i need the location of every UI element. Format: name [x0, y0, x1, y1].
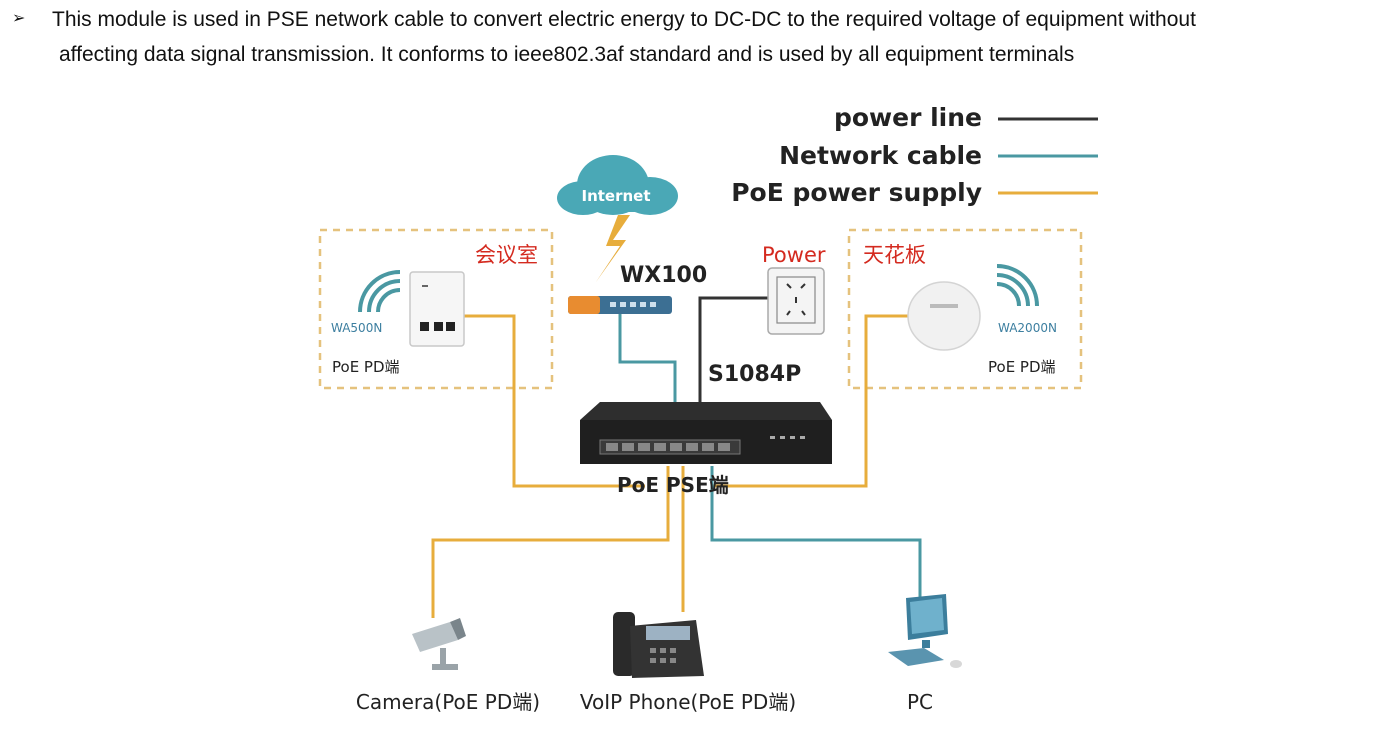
intro-paragraph: ➢ This module is used in PSE network cab… — [0, 0, 1399, 80]
wifi-signal-icon-left — [358, 270, 401, 313]
pc-label: PC — [907, 690, 933, 714]
pse-label: PoE PSE端 — [617, 473, 729, 497]
wa500n-access-point-icon — [409, 271, 465, 347]
wa500n-label: WA500N — [331, 321, 382, 335]
poe-cable-camera — [431, 466, 670, 618]
poe-cable-wa2000n — [712, 314, 908, 488]
meeting-room-label: 会议室 — [475, 243, 538, 267]
ceiling-label: 天花板 — [863, 243, 926, 267]
camera-icon — [412, 618, 466, 670]
wa2000n-access-point-icon — [907, 281, 981, 351]
camera-label: Camera(PoE PD端) — [356, 690, 540, 714]
voip-phone-icon — [613, 612, 704, 678]
s1084p-label: S1084P — [708, 362, 801, 387]
pc-icon — [888, 594, 962, 668]
legend: power line Network cable PoE power suppl… — [731, 103, 1098, 207]
voip-label: VoIP Phone(PoE PD端) — [580, 690, 796, 714]
wifi-signal-icon-right — [996, 264, 1039, 307]
power-socket-icon — [767, 267, 825, 335]
power-label: Power — [762, 243, 826, 267]
poe-cable-wa500n — [463, 314, 645, 488]
intro-line-2: affecting data signal transmission. It c… — [59, 43, 1075, 66]
wx100-label: WX100 — [620, 263, 707, 288]
legend-network-cable-label: Network cable — [779, 141, 982, 170]
lightning-icon — [596, 215, 630, 282]
intro-line-1: This module is used in PSE network cable… — [52, 8, 1196, 31]
network-cable-pc — [710, 466, 922, 598]
legend-poe-supply-label: PoE power supply — [731, 178, 982, 207]
pd-left-label: PoE PD端 — [332, 358, 400, 376]
intro-text: This module is used in PSE network cable… — [52, 2, 1382, 72]
wx100-router-icon — [568, 296, 672, 314]
internet-label: Internet — [581, 187, 650, 205]
pd-right-label: PoE PD端 — [988, 358, 1056, 376]
power-line-cable — [698, 296, 770, 403]
internet-cloud-icon: Internet — [557, 155, 678, 215]
legend-power-line-label: power line — [834, 103, 982, 132]
network-cable-wx100 — [618, 312, 677, 403]
network-cables — [618, 312, 922, 598]
bullet-arrow-icon: ➢ — [12, 10, 26, 27]
poe-switch-icon — [580, 402, 832, 464]
poe-cables — [431, 314, 908, 618]
wa2000n-label: WA2000N — [998, 321, 1057, 335]
